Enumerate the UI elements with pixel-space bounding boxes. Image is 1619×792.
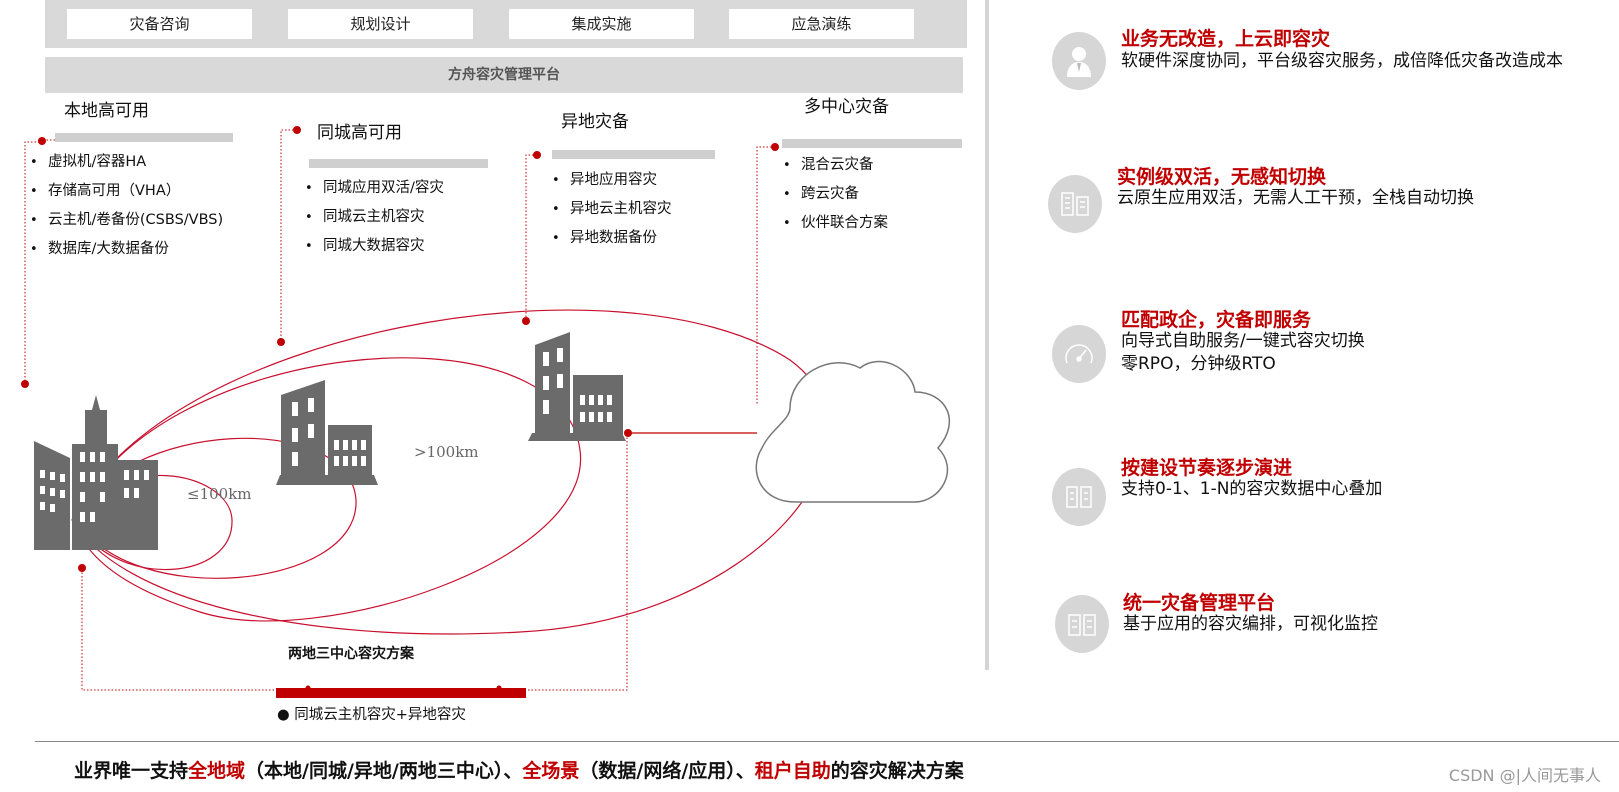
metro-tower bbox=[281, 380, 325, 485]
feature-title: 业务无改造，上云即容灾 bbox=[1121, 28, 1331, 50]
feature-desc: 向导式自助服务/一键式容灾切换 bbox=[1121, 331, 1365, 351]
feature-desc: 支持0-1、1-N的容灾数据中心叠加 bbox=[1121, 479, 1383, 499]
list-item: 异地云主机容灾 bbox=[552, 195, 672, 224]
remote-low bbox=[573, 375, 623, 441]
list-item: 云主机/卷备份(CSBS/VBS) bbox=[30, 206, 223, 235]
footer-text: 的容灾解决方案 bbox=[830, 760, 964, 782]
section-title-multicenter: 多中心灾备 bbox=[804, 97, 889, 117]
footer-text: 业界唯一支持 bbox=[74, 760, 189, 782]
distance-far-label: >100km bbox=[414, 443, 479, 461]
dot-metro-bottom bbox=[277, 338, 285, 346]
dot-multicenter-top bbox=[771, 143, 779, 151]
remote-base bbox=[528, 433, 626, 441]
list-item: 同城云主机容灾 bbox=[305, 203, 444, 232]
service-integration: 集成实施 bbox=[509, 9, 694, 39]
vertical-divider bbox=[985, 0, 989, 670]
footer-tagline: 业界唯一支持全地域（本地/同城/异地/两地三中心）、全场景（数据/网络/应用）、… bbox=[74, 756, 964, 783]
list-item: 异地数据备份 bbox=[552, 224, 672, 253]
ellipse-cloud bbox=[71, 309, 829, 635]
cloud-icon bbox=[755, 360, 951, 503]
dot-local-left bbox=[21, 380, 29, 388]
ellipse-metro bbox=[75, 437, 357, 579]
service-drill: 应急演练 bbox=[729, 9, 914, 39]
dot-metro-top bbox=[293, 126, 301, 134]
gauge-icon bbox=[1052, 325, 1106, 383]
feature-desc: 云原生应用双活，无需人工干预，全栈自动切换 bbox=[1117, 188, 1474, 208]
platform-bar: 方舟容灾管理平台 bbox=[45, 57, 963, 93]
scheme-bar bbox=[276, 688, 526, 698]
section-bar-remote bbox=[552, 150, 715, 159]
list-item: 虚拟机/容器HA bbox=[30, 148, 223, 177]
building-local bbox=[34, 395, 158, 550]
list-item: 存储高可用（VHA） bbox=[30, 177, 223, 206]
feature-desc: 零RPO，分钟级RTO bbox=[1121, 354, 1276, 374]
footer-highlight: 租户自助 bbox=[754, 760, 831, 782]
horizontal-divider bbox=[35, 741, 1619, 742]
building-remote bbox=[528, 332, 626, 441]
section-bar-multicenter bbox=[782, 139, 962, 148]
section-bar-metro bbox=[309, 159, 488, 168]
connector-remote bbox=[525, 154, 537, 321]
feature-title: 匹配政企，灾备即服务 bbox=[1121, 309, 1312, 331]
section-title-metro: 同城高可用 bbox=[317, 123, 402, 143]
list-item: 混合云灾备 bbox=[783, 151, 888, 180]
list-item: 异地应用容灾 bbox=[552, 166, 672, 195]
dot-remote-bottom bbox=[522, 317, 530, 325]
section-list-local: 虚拟机/容器HA 存储高可用（VHA） 云主机/卷备份(CSBS/VBS) 数据… bbox=[30, 148, 223, 264]
list-item: 数据库/大数据备份 bbox=[30, 235, 223, 264]
footer-highlight: 全场景 bbox=[522, 760, 580, 782]
distance-near-label: ≤100km bbox=[187, 485, 252, 503]
footer-highlight: 全地域 bbox=[188, 760, 246, 782]
dot-local-top bbox=[38, 137, 46, 145]
footer-text: （数据/网络/应用）、 bbox=[579, 760, 755, 782]
feature-desc: 软硬件深度协同，平台级容灾服务，成倍降低灾备改造成本 bbox=[1121, 51, 1563, 71]
dot-building-bottom bbox=[78, 564, 86, 572]
feature-title: 统一灾备管理平台 bbox=[1123, 592, 1276, 614]
dot-remote-top bbox=[533, 151, 541, 159]
ellipse-remote bbox=[73, 357, 581, 622]
person-icon bbox=[1052, 32, 1106, 90]
list-item: 同城大数据容灾 bbox=[305, 232, 444, 261]
platform-icon bbox=[1055, 595, 1109, 653]
footer-text: （本地/同城/异地/两地三中心）、 bbox=[245, 760, 523, 782]
list-item: 同城应用双活/容灾 bbox=[305, 174, 444, 203]
connector-multicenter bbox=[756, 146, 775, 405]
datacenter-icon bbox=[1052, 468, 1106, 526]
section-bar-local bbox=[55, 133, 233, 142]
service-consulting: 灾备咨询 bbox=[67, 9, 252, 39]
metro-base bbox=[276, 475, 378, 485]
feature-title: 按建设节奏逐步演进 bbox=[1121, 457, 1293, 479]
section-list-multicenter: 混合云灾备 跨云灾备 伙伴联合方案 bbox=[783, 151, 888, 238]
topology-diagram bbox=[21, 126, 951, 698]
service-planning: 规划设计 bbox=[288, 9, 473, 39]
building-right-roof bbox=[118, 460, 158, 470]
remote-tower bbox=[535, 332, 570, 441]
legend-label: ● 同城云主机容灾+异地容灾 bbox=[277, 707, 466, 723]
list-item: 跨云灾备 bbox=[783, 180, 888, 209]
feature-title: 实例级双活，无感知切换 bbox=[1117, 166, 1327, 188]
section-list-remote: 异地应用容灾 异地云主机容灾 异地数据备份 bbox=[552, 166, 672, 253]
connector-local bbox=[24, 139, 55, 385]
list-item: 伙伴联合方案 bbox=[783, 209, 888, 238]
scheme-label: 两地三中心容灾方案 bbox=[288, 646, 414, 662]
section-title-local: 本地高可用 bbox=[64, 101, 149, 121]
section-title-remote: 异地灾备 bbox=[561, 112, 629, 132]
service-bar: 灾备咨询 规划设计 集成实施 应急演练 bbox=[45, 0, 967, 48]
section-list-metro: 同城应用双活/容灾 同城云主机容灾 同城大数据容灾 bbox=[305, 174, 444, 261]
watermark: CSDN @|人间无事人 bbox=[1448, 766, 1601, 785]
feature-desc: 基于应用的容灾编排，可视化监控 bbox=[1123, 614, 1378, 634]
building-metro bbox=[276, 380, 378, 485]
building-sync-icon bbox=[1048, 175, 1102, 233]
connector-metro bbox=[280, 129, 297, 343]
